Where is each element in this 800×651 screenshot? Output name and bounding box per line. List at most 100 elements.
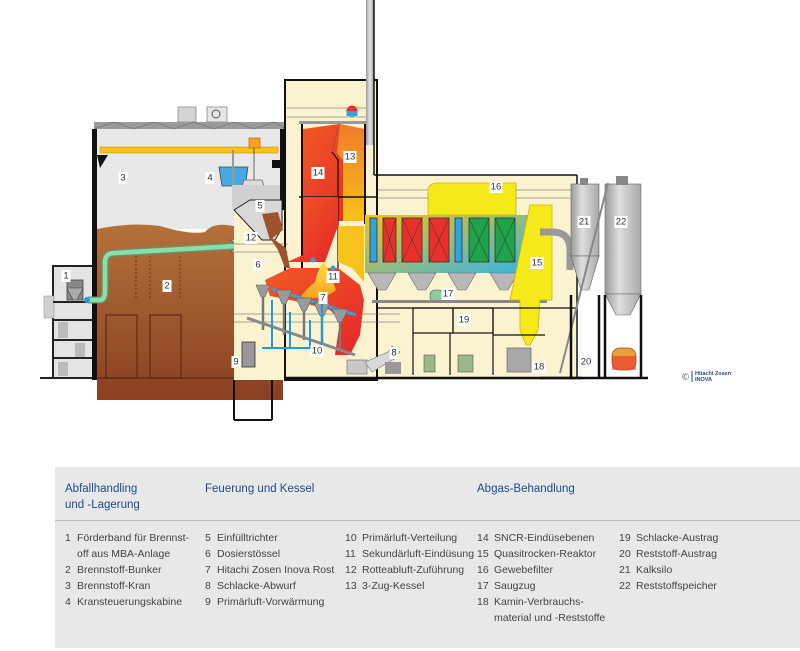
diagram-label-19: 19 bbox=[459, 315, 470, 326]
diagram-label-box bbox=[457, 314, 471, 326]
legend-item-number bbox=[477, 610, 494, 626]
legend-item-number: 17 bbox=[477, 580, 489, 592]
legend-item-text: Sekundärluft-Eindüsung bbox=[362, 548, 475, 560]
legend-item: off aus MBA-Anlage bbox=[65, 546, 189, 562]
legend-item: material und -Reststoffe bbox=[477, 610, 605, 626]
legend-item-number: 18 bbox=[477, 596, 489, 608]
diagram-label-10: 10 bbox=[312, 346, 323, 357]
legend-item-number: 15 bbox=[477, 548, 489, 560]
legend-item-number: 1 bbox=[65, 532, 71, 544]
legend-item: 2 Brennstoff-Bunker bbox=[65, 562, 189, 578]
legend-item-text: Gewebefilter bbox=[494, 564, 553, 576]
diagram-label-20: 20 bbox=[581, 357, 592, 368]
legend-item-text: Schlacke-Abwurf bbox=[217, 580, 296, 592]
legend-column-2: 5 Einfülltrichter 6 Dosierstössel 7 Hitachi Z… bbox=[205, 530, 334, 610]
diagram-label-box bbox=[532, 361, 546, 373]
diagram-label-5: 5 bbox=[257, 201, 262, 212]
diagram-label-3: 3 bbox=[120, 173, 125, 184]
flue-gas-treatment bbox=[233, 175, 582, 421]
legend-item-number: 6 bbox=[205, 548, 211, 560]
section-title: Abgas-Behandlung bbox=[477, 483, 575, 495]
legend-item-number: 16 bbox=[477, 564, 489, 576]
legend-item-text: Quasitrocken-Reaktor bbox=[494, 548, 597, 560]
section-title-line2: und -Lagerung bbox=[65, 499, 140, 511]
legend-item-text: Einfülltrichter bbox=[217, 532, 278, 544]
legend-section-flue-gas: Abgas-Behandlung bbox=[477, 481, 575, 497]
legend-item: 6 Dosierstössel bbox=[205, 546, 334, 562]
legend-item-number: 9 bbox=[205, 596, 211, 608]
legend-item-number: 11 bbox=[345, 548, 356, 560]
diagram-label-16: 16 bbox=[491, 182, 502, 193]
legend-item-text: material und -Reststoffe bbox=[494, 612, 606, 624]
legend-item: 15 Quasitrocken-Reaktor bbox=[477, 546, 605, 562]
diagram-label-9: 9 bbox=[233, 357, 238, 368]
legend-item-number: 5 bbox=[205, 532, 211, 544]
copyright-logo: © Hitachi Zosen INOVA bbox=[681, 371, 732, 383]
legend-item-text: Brennstoff-Kran bbox=[77, 580, 151, 592]
legend-item-number: 7 bbox=[205, 564, 211, 576]
diagram-label-21: 21 bbox=[579, 217, 590, 228]
diagram-label-box bbox=[579, 356, 593, 368]
legend-item-number: 2 bbox=[65, 564, 71, 576]
legend-item-text: Schlacke-Austrag bbox=[636, 532, 719, 544]
legend-item-text: Brennstoff-Bunker bbox=[77, 564, 162, 576]
legend-column-4: 14 SNCR-Eindüsebenen 15 Quasitrocken-Reakto… bbox=[477, 530, 605, 626]
diagram-label-15: 15 bbox=[532, 258, 543, 269]
diagram-label-1: 1 bbox=[63, 271, 68, 282]
diagram-label-box bbox=[489, 181, 503, 193]
diagram-label-box bbox=[162, 280, 172, 292]
legend-item-number: 13 bbox=[345, 580, 357, 592]
legend-item-text: Dosierstössel bbox=[217, 548, 281, 560]
legend-item: 11 Sekundärluft-Eindüsung bbox=[345, 546, 474, 562]
diagram-label-box bbox=[310, 345, 324, 357]
legend-item-text: Kamin-Verbrauchs- bbox=[494, 596, 584, 608]
legend-item: 16 Gewebefilter bbox=[477, 562, 605, 578]
legend-item: 13 3-Zug-Kessel bbox=[345, 578, 474, 594]
legend-item-text: Reststoffspeicher bbox=[636, 580, 717, 592]
legend-item-number: 14 bbox=[477, 532, 489, 544]
legend-item-number: 10 bbox=[345, 532, 357, 544]
legend-item-text: Primärluft-Vorwärmung bbox=[217, 596, 325, 608]
legend-item-number: 21 bbox=[619, 564, 631, 576]
section-title: Abfallhandling bbox=[65, 483, 138, 495]
diagram-label-box bbox=[530, 257, 544, 269]
diagram-label-box bbox=[318, 292, 328, 304]
diagram-label-box bbox=[343, 151, 357, 163]
diagram-label-box bbox=[61, 270, 71, 282]
copyright-line1: Hitachi Zosen bbox=[695, 371, 732, 377]
legend-panel: Abfallhandling und -Lagerung Feuerung un… bbox=[55, 467, 800, 648]
legend-item: 18 Kamin-Verbrauchs- bbox=[477, 594, 605, 610]
diagram-label-box bbox=[577, 216, 591, 228]
legend-item-number: 19 bbox=[619, 532, 631, 544]
legend-item-text: SNCR-Eindüsebenen bbox=[494, 532, 595, 544]
diagram-label-17: 17 bbox=[443, 289, 454, 300]
diagram-label-4: 4 bbox=[207, 173, 212, 184]
diagram-label-13: 13 bbox=[345, 152, 356, 163]
legend-item: 9 Primärluft-Vorwärmung bbox=[205, 594, 334, 610]
legend-item-text: Hitachi Zosen Inova Rost bbox=[217, 564, 335, 576]
legend-item-text: Saugzug bbox=[494, 580, 536, 592]
diagram-label-18: 18 bbox=[534, 362, 545, 373]
legend-item: 5 Einfülltrichter bbox=[205, 530, 334, 546]
legend-item-text: Kransteuerungskabine bbox=[77, 596, 183, 608]
diagram-label-box bbox=[255, 200, 265, 212]
copyright-line2: INOVA bbox=[695, 377, 712, 383]
diagram-label-box bbox=[389, 347, 399, 359]
section-title: Feuerung und Kessel bbox=[205, 483, 315, 495]
legend-item: 7 Hitachi Zosen Inova Rost bbox=[205, 562, 334, 578]
diagram-label-6: 6 bbox=[255, 260, 260, 271]
legend-item-text: off aus MBA-Anlage bbox=[77, 548, 171, 560]
legend-item-text: 3-Zug-Kessel bbox=[362, 580, 425, 592]
copyright-symbol: © bbox=[681, 373, 690, 383]
diagram-label-box bbox=[311, 167, 325, 179]
legend-item-text: Rotteabluft-Zuführung bbox=[362, 564, 465, 576]
diagram-label-11: 11 bbox=[328, 272, 338, 283]
diagram-label-12: 12 bbox=[246, 233, 257, 244]
